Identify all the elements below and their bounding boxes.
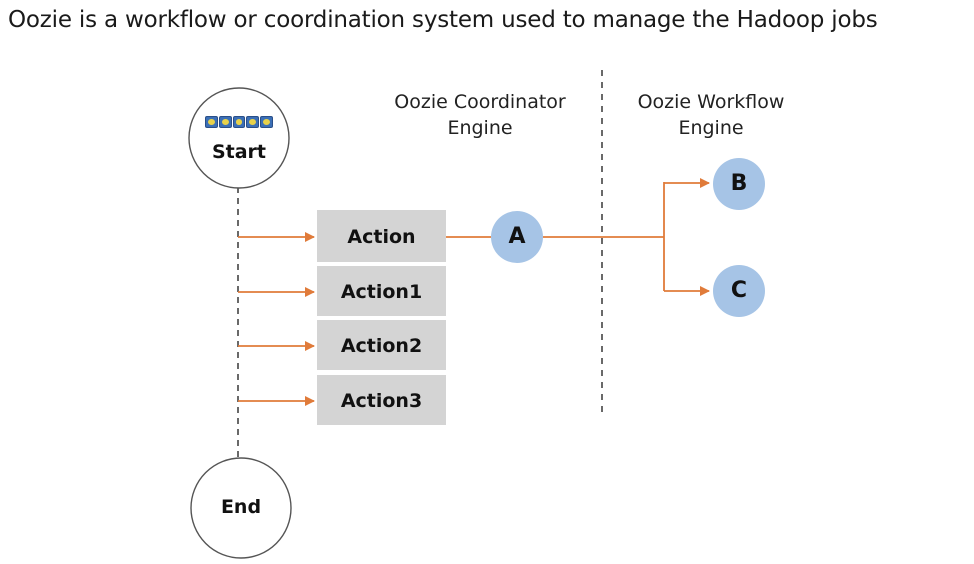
- action-label-1: Action1: [340, 281, 423, 303]
- node-c-label: C: [730, 278, 748, 303]
- coordinator-engine-line2: Engine: [447, 117, 513, 139]
- end-node-label: End: [220, 496, 262, 518]
- action-label-2: Action2: [340, 335, 423, 357]
- node-b-circle: [713, 158, 765, 210]
- action-label-3: Action3: [340, 390, 423, 412]
- action-box-0: [317, 210, 446, 262]
- action-box-3: [317, 375, 446, 425]
- node-a-circle: [491, 211, 543, 263]
- start-node-label: Start: [211, 141, 267, 163]
- workflow-engine-line2: Engine: [678, 117, 744, 139]
- start-node-circle: [188, 87, 290, 189]
- action-box-1: [317, 266, 446, 316]
- oozie-logo-icon: [205, 116, 273, 128]
- node-b-label: B: [730, 171, 748, 196]
- coordinator-engine-label: Oozie Coordinator Engine: [370, 89, 590, 141]
- end-node-circle: [190, 457, 292, 559]
- workflow-engine-line1: Oozie Workflow: [637, 91, 785, 113]
- page-title: Oozie is a workflow or coordination syst…: [8, 7, 878, 33]
- coordinator-engine-line1: Oozie Coordinator: [394, 91, 566, 113]
- node-c-circle: [713, 265, 765, 317]
- workflow-engine-label: Oozie Workflow Engine: [611, 89, 811, 141]
- action-box-2: [317, 320, 446, 370]
- node-a-label: A: [508, 224, 526, 249]
- action-label-0: Action: [347, 226, 416, 248]
